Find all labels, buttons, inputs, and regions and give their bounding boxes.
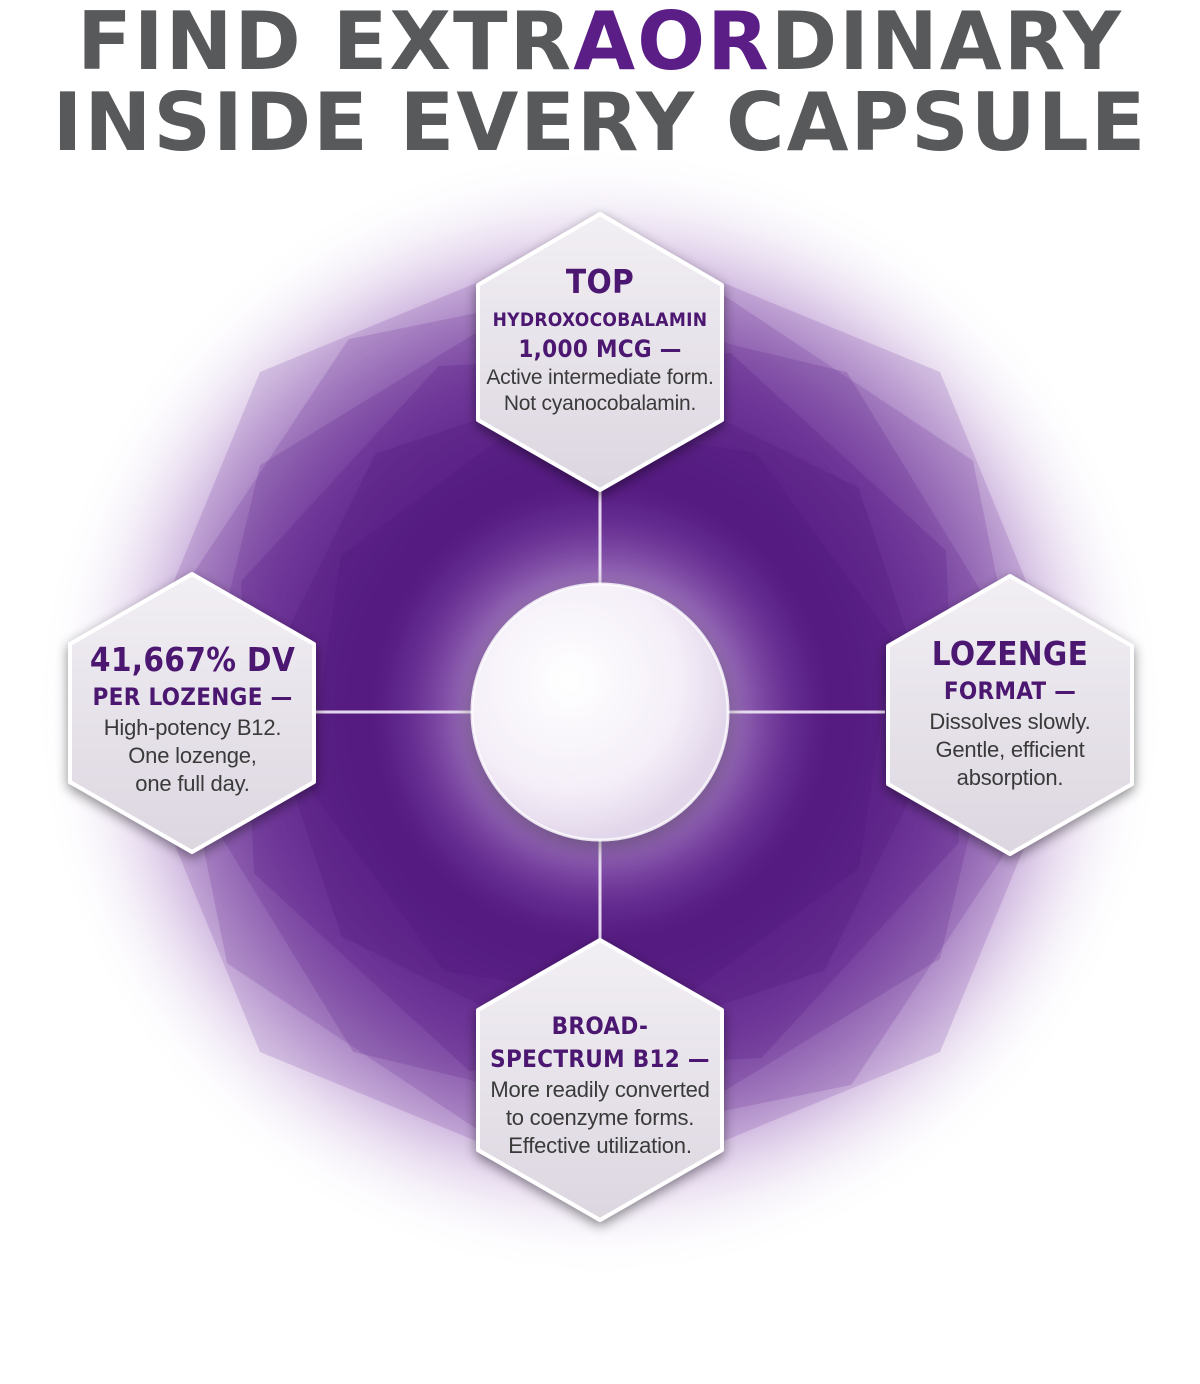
hexagon-right [886,574,1134,856]
feature-left-title-2: PER LOZENGE — [92,683,293,711]
hexagon-left [68,572,316,854]
feature-left-title-1: 41,667% DV [89,640,296,679]
feature-bottom-title-2: SPECTRUM B12 — [490,1045,710,1073]
headline-line-2: INSIDE EVERY CAPSULE [52,76,1148,169]
feature-top-title-1: HYDROXOCOBALAMIN [492,309,708,331]
feature-top-desc-2: Not cyanocobalamin. [503,392,697,415]
feature-right-desc-2: Gentle, efficient [935,737,1085,762]
feature-left-desc-3: one full day. [135,771,250,796]
feature-top-desc-1: Active intermediate form. [486,366,714,389]
headline-line-1-post: DINARY [770,0,1123,88]
connector-lines [315,480,885,950]
feature-top-title-2: 1,000 MCG — [518,335,682,363]
feature-left: 41,667% DV PER LOZENGE — High-potency B1… [70,640,315,798]
feature-right-title-2: FORMAT — [943,677,1077,705]
hexagon-bottom [476,938,724,1222]
feature-left-desc-1: High-potency B12. [103,715,282,740]
headline-line-1-pre: FIND EXTR [77,0,574,88]
headline-brand-highlight: AOR [573,0,771,88]
headline: FIND EXTRAORDINARY INSIDE EVERY CAPSULE [0,0,1200,163]
feature-right: LOZENGE FORMAT — Dissolves slowly. Gentl… [890,634,1130,792]
feature-bottom: BROAD- SPECTRUM B12 — More readily conve… [470,1010,730,1160]
headline-line-1: FIND EXTRAORDINARY [0,2,1200,82]
hexagon-top [476,212,724,492]
feature-right-title-1: LOZENGE [931,634,1089,673]
feature-bottom-desc-2: to coenzyme forms. [505,1105,695,1130]
feature-top: TOP HYDROXOCOBALAMIN 1,000 MCG — Active … [470,262,730,417]
feature-bottom-desc-1: More readily converted [490,1077,710,1102]
feature-left-desc-2: One lozenge, [128,743,257,768]
feature-top-heading: TOP [565,262,635,301]
feature-bottom-desc-3: Effective utilization. [508,1133,692,1158]
center-capsule-icon [470,582,730,842]
feature-right-desc-1: Dissolves slowly. [929,709,1091,734]
feature-right-desc-3: absorption. [956,765,1064,790]
feature-bottom-title-1: BROAD- [551,1012,649,1040]
